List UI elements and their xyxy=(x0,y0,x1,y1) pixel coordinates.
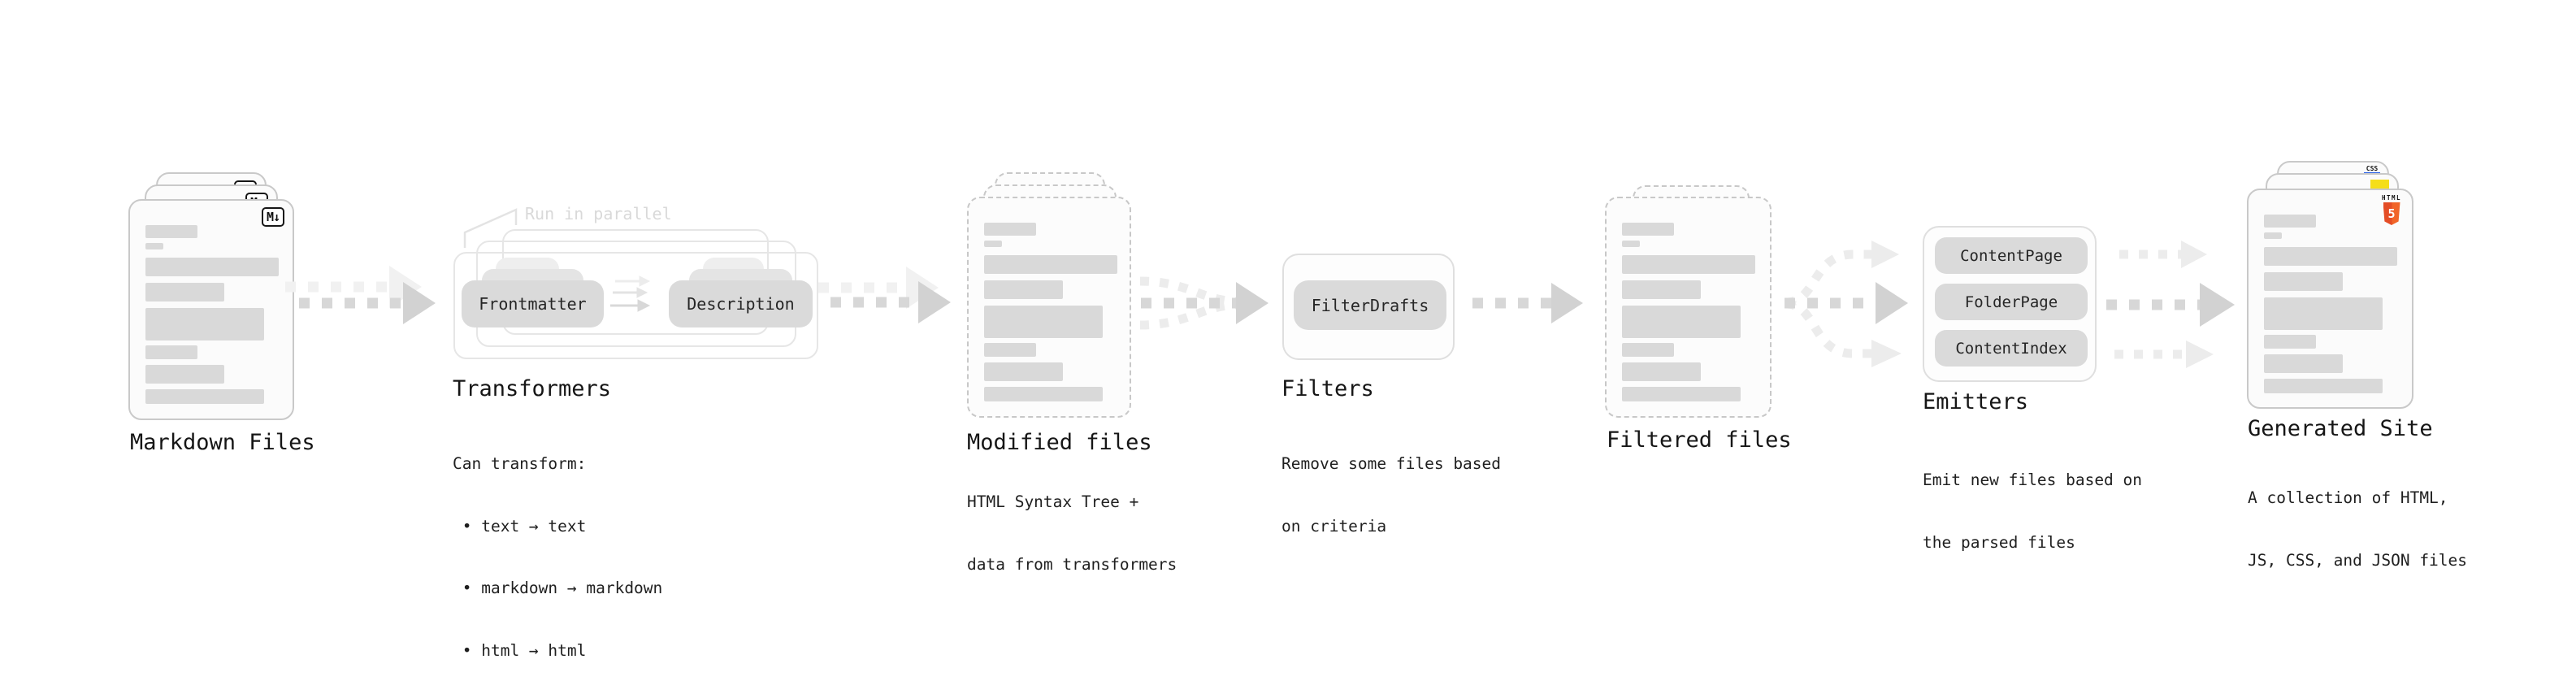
doc-bar xyxy=(145,389,264,404)
doc-bar xyxy=(1622,280,1701,299)
run-in-parallel-note: Run in parallel xyxy=(525,204,672,223)
html5-label: HTML xyxy=(2382,194,2402,202)
doc-bar xyxy=(2264,379,2383,393)
pill-frontmatter: Frontmatter xyxy=(462,280,604,327)
doc-bar xyxy=(2264,272,2343,291)
doc-bar xyxy=(2264,247,2397,266)
flow-arrow-transformers-to-modified xyxy=(818,267,951,323)
doc-bar xyxy=(1622,362,1701,381)
doc-bar xyxy=(1622,255,1755,274)
doc-bar xyxy=(2264,232,2282,239)
doc-bar xyxy=(984,255,1117,274)
doc-content-placeholder xyxy=(1622,221,1760,416)
doc-bar xyxy=(1622,387,1741,401)
doc-bar xyxy=(984,387,1103,401)
file-card-front: M↓ xyxy=(128,199,294,420)
desc-line: • markdown → markdown xyxy=(453,579,663,597)
flow-arrow-markdown-to-transformers xyxy=(285,266,436,324)
doc-bar xyxy=(1622,223,1674,236)
flow-arrow-modified-to-filters xyxy=(1139,276,1268,330)
doc-bar xyxy=(2264,215,2316,228)
doc-bar xyxy=(145,345,197,359)
stage-title: Markdown Files xyxy=(130,430,315,455)
pill-folderpage: FolderPage xyxy=(1935,284,2088,320)
doc-bar xyxy=(145,258,279,276)
doc-bar xyxy=(1622,343,1674,357)
stage-title: Modified files xyxy=(967,430,1152,455)
flow-arrow-emitters-to-site xyxy=(2106,241,2235,368)
doc-bar xyxy=(145,283,224,301)
stage-title: Filtered files xyxy=(1607,427,1792,453)
html5-shield: 5 xyxy=(2383,202,2400,225)
doc-bar xyxy=(984,343,1036,357)
css-label: CSS xyxy=(2366,165,2379,172)
desc-line: HTML Syntax Tree + xyxy=(967,492,1139,511)
stage-description: Remove some files based on criteria xyxy=(1281,412,1501,578)
flow-arrow-filtered-to-emitters xyxy=(1785,241,1908,367)
doc-content-placeholder xyxy=(2264,213,2402,407)
desc-line: data from transformers xyxy=(967,554,1177,574)
file-card-front xyxy=(967,197,1131,418)
doc-content-placeholder xyxy=(984,221,1120,416)
doc-bar xyxy=(145,243,163,249)
doc-bar xyxy=(984,280,1063,299)
doc-bar xyxy=(2264,297,2383,330)
js-icon xyxy=(2370,180,2389,190)
desc-line: A collection of HTML, xyxy=(2248,488,2448,507)
doc-bar xyxy=(2264,335,2316,349)
markdown-icon: M↓ xyxy=(261,207,284,227)
stage-description: Can transform: • text → text • markdown … xyxy=(453,412,662,681)
desc-line: • text → text xyxy=(453,516,587,536)
stage-description: Emit new files based on the parsed files xyxy=(1923,428,2142,594)
doc-bar xyxy=(984,241,1002,247)
stage-description: HTML Syntax Tree + data from transformer… xyxy=(967,450,1177,616)
stage-title: Transformers xyxy=(453,376,612,401)
file-card-front xyxy=(1605,197,1772,418)
doc-content-placeholder xyxy=(145,223,283,419)
transformer-box-front xyxy=(453,252,818,359)
desc-line: on criteria xyxy=(1281,516,1387,536)
doc-bar xyxy=(145,365,224,384)
doc-bar xyxy=(145,308,264,340)
doc-bar xyxy=(1622,241,1640,247)
flow-arrow-filters-to-filtered xyxy=(1472,283,1583,323)
desc-line: Remove some files based xyxy=(1281,454,1502,473)
stage-description: A collection of HTML, JS, CSS, and JSON … xyxy=(2248,446,2467,612)
doc-bar xyxy=(145,225,197,238)
pill-description: Description xyxy=(669,280,813,327)
doc-bar xyxy=(984,306,1103,338)
stage-title: Generated Site xyxy=(2248,416,2433,441)
stage-title: Emitters xyxy=(1923,389,2029,414)
pill-contentindex: ContentIndex xyxy=(1935,330,2088,367)
desc-line: Can transform: xyxy=(453,454,587,473)
doc-bar xyxy=(984,223,1036,236)
file-card-front: HTML 5 xyxy=(2247,189,2413,409)
desc-line: • html → html xyxy=(453,640,587,660)
desc-line: Emit new files based on xyxy=(1923,471,2143,489)
stage-title: Filters xyxy=(1281,376,1374,401)
filters-panel: FilterDrafts xyxy=(1282,254,1455,360)
emitters-panel: ContentPage FolderPage ContentIndex xyxy=(1923,226,2097,382)
pill-filterdrafts: FilterDrafts xyxy=(1294,280,1446,330)
html5-icon: HTML 5 xyxy=(2382,195,2401,225)
pill-contentpage: ContentPage xyxy=(1935,237,2088,274)
doc-bar xyxy=(1622,306,1741,338)
doc-bar xyxy=(2264,354,2343,373)
desc-line: the parsed files xyxy=(1923,532,2075,552)
desc-line: JS, CSS, and JSON files xyxy=(2248,550,2468,570)
doc-bar xyxy=(984,362,1063,381)
